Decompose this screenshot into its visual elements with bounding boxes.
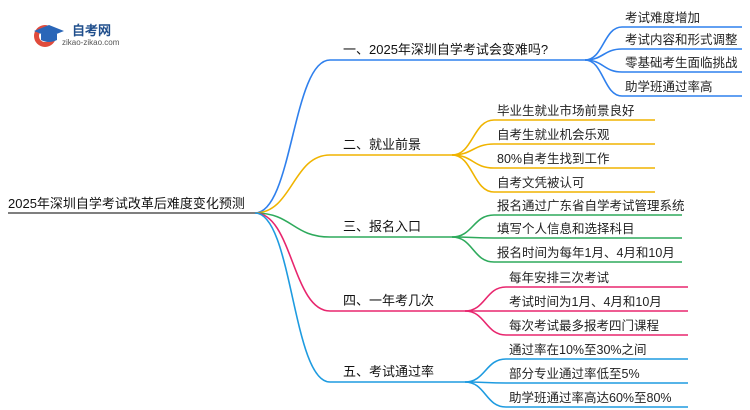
- leaf-1-2: 考试内容和形式调整: [625, 33, 738, 47]
- leaf-4-3: 每次考试最多报考四门课程: [509, 319, 660, 333]
- leaf-5-3-connector: [464, 381, 507, 408]
- leaf-2-1: 毕业生就业市场前景良好: [497, 104, 635, 118]
- leaf-2-4-connector: [451, 154, 495, 193]
- leaf-5-2: 部分专业通过率低至5%: [509, 367, 640, 381]
- leaf-2-3: 80%自考生找到工作: [497, 152, 610, 166]
- graduation-cap-icon: [34, 25, 64, 47]
- leaf-3-1: 报名通过广东省自学考试管理系统: [497, 199, 685, 213]
- leaf-1-1: 考试难度增加: [625, 11, 701, 25]
- logo-title: 自考网: [72, 23, 112, 38]
- leaf-4-1-connector: [464, 286, 507, 312]
- leaf-4-3-connector: [464, 310, 507, 336]
- branch-1-label: 一、2025年深圳自学考试会变难吗?: [343, 42, 549, 57]
- branch-2-label: 二、就业前景: [343, 137, 422, 152]
- leaf-5-1-connector: [464, 358, 507, 383]
- branch-5-label: 五、考试通过率: [343, 364, 435, 379]
- leaf-1-4: 助学班通过率高: [625, 80, 713, 94]
- leaf-5-3: 助学班通过率高达60%至80%: [509, 391, 672, 405]
- leaf-3-3: 报名时间为每年1月、4月和10月: [497, 246, 675, 260]
- leaf-4-2: 考试时间为1月、4月和10月: [509, 295, 662, 309]
- branch-3-label: 三、报名入口: [343, 219, 422, 234]
- leaf-3-2: 填写个人信息和选择科目: [497, 222, 635, 236]
- leaf-1-4-connector: [584, 59, 623, 97]
- leaf-3-3-connector: [451, 236, 495, 263]
- logo: 自考网 zikao-zikao.com: [28, 16, 138, 52]
- leaf-4-1: 每年安排三次考试: [509, 271, 610, 285]
- leaf-1-3: 零基础考生面临挑战: [625, 56, 738, 70]
- branch-2-connector: [254, 154, 331, 214]
- branch-4-label: 四、一年考几次: [343, 293, 435, 308]
- branch-3-connector: [254, 212, 331, 238]
- logo-url: zikao-zikao.com: [62, 38, 120, 47]
- branch-5-connector: [254, 212, 331, 383]
- branch-1-connector: [254, 59, 331, 214]
- leaf-5-1: 通过率在10%至30%之间: [509, 343, 647, 357]
- leaf-3-1-connector: [451, 214, 495, 238]
- branch-4-connector: [254, 212, 331, 312]
- leaf-2-2: 自考生就业机会乐观: [497, 128, 610, 142]
- leaf-2-4: 自考文凭被认可: [497, 176, 585, 190]
- root-topic: 2025年深圳自学考试改革后难度变化预测: [8, 196, 245, 211]
